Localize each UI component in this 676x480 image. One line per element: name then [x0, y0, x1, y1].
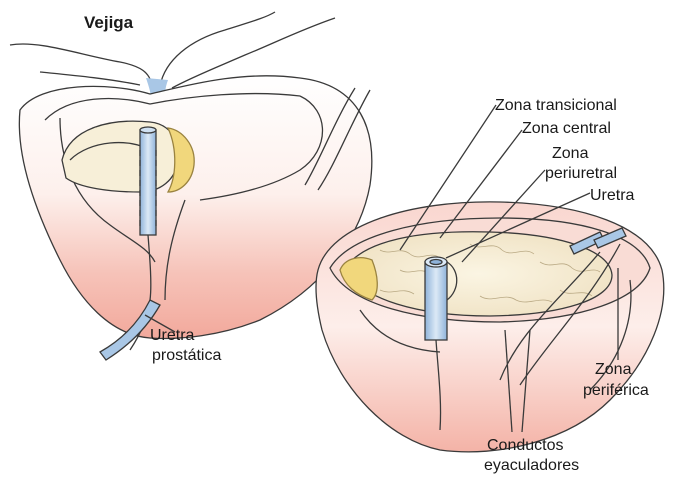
label-bladder: Vejiga — [84, 13, 134, 32]
label-ejaculatory-ducts-line2: eyaculadores — [484, 457, 579, 474]
left-urethra-top — [140, 127, 156, 133]
label-central-zone: Zona central — [522, 120, 611, 137]
right-urethra-tube — [425, 262, 447, 340]
label-prostatic-urethra-line1: Uretra — [150, 327, 195, 344]
right-urethra-lumen — [430, 260, 442, 265]
label-ejaculatory-ducts-line1: Conductos — [487, 437, 564, 454]
label-periurethral-line1: Zona — [552, 145, 589, 162]
label-peripheral-zone-line1: Zona — [595, 361, 632, 378]
label-transitional-zone: Zona transicional — [495, 97, 617, 114]
left-urethra-tube — [140, 130, 156, 235]
label-prostatic-urethra-line2: prostática — [152, 347, 221, 364]
bladder-inner-line — [40, 72, 140, 85]
bladder-wall-left — [10, 44, 152, 86]
label-periurethral-line2: periuretral — [545, 165, 617, 182]
label-urethra: Uretra — [590, 187, 635, 204]
label-peripheral-zone-line2: periférica — [583, 382, 649, 399]
